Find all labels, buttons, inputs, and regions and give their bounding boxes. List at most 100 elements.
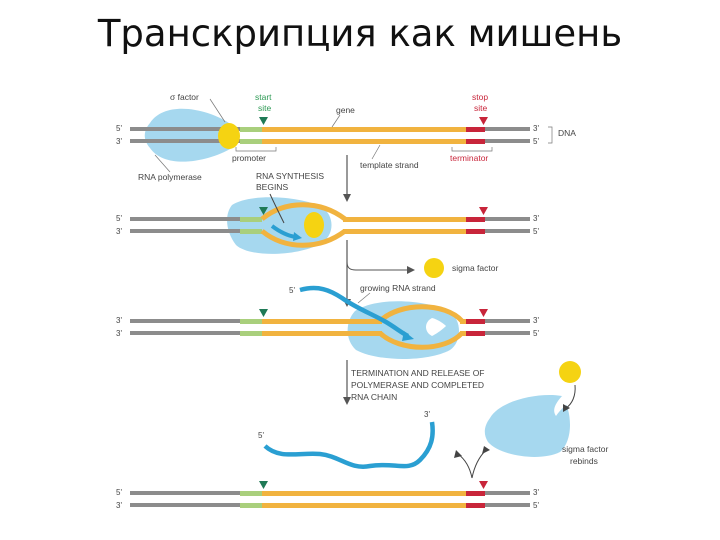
end-3-bottom-4: 3' [116, 501, 122, 510]
split-arrow-left [457, 453, 473, 479]
end-5-top: 5' [116, 124, 122, 133]
dna-label: DNA [558, 128, 576, 138]
slide-title: Транскрипция как мишень [97, 12, 623, 55]
end-5-bottom-right-2: 5' [533, 227, 539, 236]
termination-label-2: POLYMERASE AND COMPLETED [351, 380, 484, 390]
promoter-bottom-3 [240, 331, 262, 336]
terminator-bottom-3 [466, 331, 485, 336]
terminator-bottom-2 [466, 229, 485, 234]
start-site-arrow-2 [259, 207, 268, 215]
sigma-factor [218, 123, 240, 149]
bubble-bottom-3 [378, 331, 464, 350]
bubble-gap [426, 318, 446, 336]
flow-arrowhead-1 [343, 194, 351, 202]
rna-3-end-final: 3' [424, 410, 430, 419]
growing-rna-leader [357, 292, 371, 304]
gene-leader [331, 114, 341, 128]
rna-5-end-final: 5' [258, 431, 264, 440]
growing-rna-label: growing RNA strand [360, 283, 436, 293]
gene-bottom [262, 139, 466, 144]
start-site-arrow-3 [259, 309, 268, 317]
sigma-release-arrowhead [407, 266, 415, 274]
end-5-bottom-right-3: 5' [533, 329, 539, 338]
bubble-top-3 [378, 304, 464, 323]
bubble-bottom [260, 228, 347, 248]
start-site-arrow-4 [259, 481, 268, 489]
end-3-bottom-2: 3' [116, 227, 122, 236]
flow-arrowhead-3 [343, 397, 351, 405]
rna-start-tip [293, 232, 302, 241]
sigma-rebinds-label-1: sigma factor [562, 444, 608, 454]
sigma-release-arrow [346, 250, 408, 271]
released-sigma-factor [424, 258, 444, 278]
rna-polymerase-label: RNA polymerase [138, 172, 202, 182]
split-arrowhead-left [454, 450, 462, 458]
gene-top-3b [460, 319, 466, 324]
gene-top-3a [262, 319, 382, 324]
sigma-factor-2 [304, 212, 324, 238]
split-arrowhead-right [482, 446, 490, 454]
stage-3-elongation: 5' growing RNA strand 3' 3' 3' 5' [116, 283, 539, 405]
end-5-bottom-right: 5' [533, 137, 539, 146]
synthesis-pointer [269, 193, 285, 224]
sigma-factor-label-2: sigma factor [452, 263, 498, 273]
terminator-top-4 [466, 491, 485, 496]
end-5-top-4: 5' [116, 488, 122, 497]
end-3-top-3: 3' [116, 316, 122, 325]
bubble-top [260, 202, 347, 222]
start-site-arrow [259, 117, 268, 125]
terminator-top-2 [466, 217, 485, 222]
promoter-top [240, 127, 262, 132]
termination-label-1: TERMINATION AND RELEASE OF [351, 368, 485, 378]
stage-4-termination: TERMINATION AND RELEASE OF POLYMERASE AN… [116, 361, 608, 510]
gene-bottom-4 [262, 503, 466, 508]
completed-rna-chain [263, 421, 435, 469]
end-3-bottom-3: 3' [116, 329, 122, 338]
end-3-top-right-2: 3' [533, 214, 539, 223]
end-3-top-right-4: 3' [533, 488, 539, 497]
promoter-label: promoter [232, 153, 266, 163]
rna-polymerase-shape [144, 108, 238, 162]
gene-bottom-3a [262, 331, 382, 336]
stop-site-arrow-3 [479, 309, 488, 317]
stage-2-synthesis-begins: RNA SYNTHESIS BEGINS 5' 3' 3' 5' sigma f… [116, 171, 539, 307]
promoter-bottom-4 [240, 503, 262, 508]
promoter-top-4 [240, 491, 262, 496]
terminator-label: terminator [450, 153, 488, 163]
gene-bottom-3b [460, 331, 466, 336]
terminator-top [466, 127, 485, 132]
gene-label: gene [336, 105, 355, 115]
sigma-leader [209, 98, 226, 123]
stop-site-arrow-4 [479, 481, 488, 489]
rebind-arrow [565, 384, 576, 409]
stop-site-arrow [479, 117, 488, 125]
terminator-top-3 [466, 319, 485, 324]
released-polymerase [484, 394, 570, 457]
promoter-bracket [235, 147, 277, 152]
rebinding-sigma-factor [559, 361, 581, 383]
end-5-top-2: 5' [116, 214, 122, 223]
terminator-bottom-4 [466, 503, 485, 508]
stop-site-label-1: stop [472, 92, 488, 102]
stop-site-label-2: site [474, 103, 488, 113]
terminator-bottom [466, 139, 485, 144]
promoter-bottom-2 [240, 229, 262, 234]
rna-synthesis-label-1: RNA SYNTHESIS [256, 171, 324, 181]
end-5-bottom-right-4: 5' [533, 501, 539, 510]
sigma-factor-label: σ factor [170, 92, 199, 102]
start-site-label-2: site [258, 103, 272, 113]
polymerase-leader [154, 154, 171, 173]
growing-rna-strand [299, 285, 410, 339]
promoter-bottom [240, 139, 262, 144]
sigma-rebinds-label-2: rebinds [570, 456, 598, 466]
split-arrow-right [471, 449, 487, 479]
rna-synthesis-label-2: BEGINS [256, 182, 288, 192]
end-3-top-right: 3' [533, 124, 539, 133]
promoter-top-2 [240, 217, 262, 222]
template-strand-label: template strand [360, 160, 419, 170]
terminator-bracket [451, 147, 493, 152]
start-site-label-1: start [255, 92, 272, 102]
stage-1-initiation: σ factor start site gene stop site DNA p… [116, 92, 576, 202]
rna-5-end: 5' [289, 286, 295, 295]
